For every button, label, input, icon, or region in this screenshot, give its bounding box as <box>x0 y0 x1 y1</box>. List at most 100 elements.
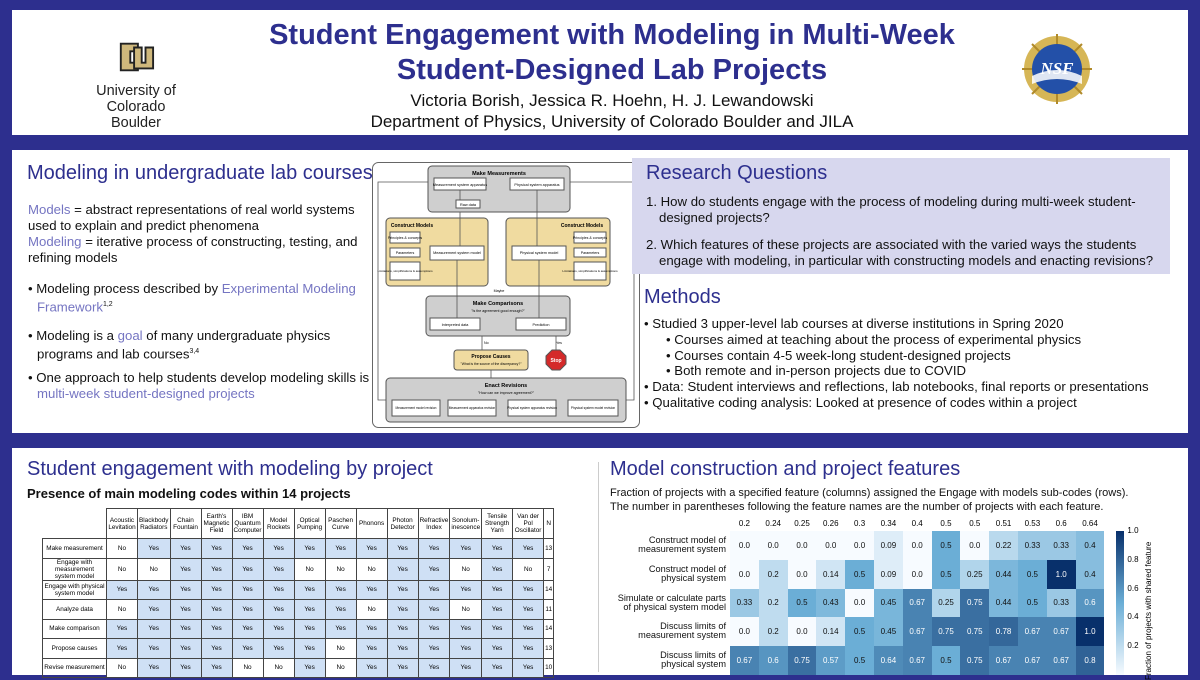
table-cell: Yes <box>293 599 326 620</box>
table-cell: Yes <box>169 538 202 559</box>
table-cell: Yes <box>231 618 264 639</box>
nsf-text: NSF <box>1039 59 1074 78</box>
stop-sign-icon <box>545 349 567 371</box>
heatmap-cell: 1.0 <box>1075 617 1105 647</box>
raw-data-label: Raw data <box>460 203 477 207</box>
heatmap-cell: 0.2 <box>758 559 788 589</box>
table-cell: Yes <box>481 538 514 559</box>
table-cell: Yes <box>200 579 233 600</box>
models-def: = abstract representations of real world… <box>28 202 355 233</box>
heatmap-cell: 0.4 <box>1075 559 1105 589</box>
heatmap-column-label: 0.2 <box>738 519 750 528</box>
affiliation: Department of Physics, University of Col… <box>370 112 854 131</box>
table-cell: Yes <box>231 538 264 559</box>
table-cell: Yes <box>137 579 171 600</box>
header-panel: University of Colorado Boulder Student E… <box>12 10 1188 135</box>
table-column-header: Chain Fountain <box>169 508 202 539</box>
heatmap-cell: 0.5 <box>845 559 874 589</box>
prediction-label: Prediction <box>533 323 550 327</box>
heatmap-column-label: 0.26 <box>823 519 839 528</box>
table-cell: Yes <box>324 599 357 620</box>
table-cell: Yes <box>449 579 483 600</box>
table-cell: Yes <box>262 538 295 559</box>
heatmap-cell: 0.6 <box>758 646 788 675</box>
heatmap-cell: 0.5 <box>845 617 874 647</box>
goal-sup: 3,4 <box>189 348 200 355</box>
heatmap-cell: 0.33 <box>1046 588 1076 618</box>
methods-item-text: Courses contain 4-5 week-long student-de… <box>674 347 1011 363</box>
methods-item: • Data: Student interviews and reflectio… <box>644 379 1149 395</box>
table-cell: Yes <box>169 599 202 620</box>
heatmap-cell: 0.44 <box>989 559 1018 589</box>
heatmap-cell: 0.64 <box>874 646 903 675</box>
table-row-header: Analyze data <box>42 599 107 620</box>
table-cell: Yes <box>169 579 202 600</box>
methods-item: • Qualitative coding analysis: Looked at… <box>644 394 1077 410</box>
heatmap-cell: 0.67 <box>730 646 759 675</box>
no-label: No <box>484 341 489 345</box>
methods-subitem: • Courses aimed at teaching about the pr… <box>666 331 1082 347</box>
table-cell: Yes <box>386 618 419 639</box>
table-row-header: Propose causes <box>42 638 107 659</box>
table-column-header: Photon Detector <box>386 508 419 539</box>
table-column-header: Refractive Index <box>417 508 451 539</box>
table-cell: Yes <box>386 599 419 620</box>
table-cell: Yes <box>417 579 451 600</box>
heatmap-cell: 0.0 <box>902 531 932 560</box>
table-cell: Yes <box>137 618 171 639</box>
heatmap-cell: 0.25 <box>931 588 961 618</box>
methods-item-text: Courses aimed at teaching about the proc… <box>674 331 1082 347</box>
table-column-header: Paschen Curve <box>324 508 357 539</box>
table-cell: Yes <box>481 618 514 639</box>
table-cell: Yes <box>231 599 264 620</box>
heatmap-column-label: 0.4 <box>911 519 923 528</box>
table-column-header: N <box>543 508 555 539</box>
heatmap-cell: 0.75 <box>960 617 990 647</box>
heatmap-cell: 0.6 <box>1075 588 1105 618</box>
heatmap-cell: 0.33 <box>1046 531 1076 560</box>
table-cell: Yes <box>324 538 357 559</box>
cu-logo-icon <box>119 42 155 72</box>
heatmap-column-label: 0.3 <box>854 519 866 528</box>
heatmap-cell: 0.5 <box>1018 559 1047 589</box>
table-column-header: Phonons <box>355 508 388 539</box>
research-questions: Research Questions 1. How do students en… <box>632 158 1170 274</box>
table-cell: Yes <box>231 579 264 600</box>
table-cell: Yes <box>512 538 545 559</box>
table-cell: Yes <box>293 579 326 600</box>
table-cell: Yes <box>512 579 545 600</box>
table-cell: Yes <box>449 638 483 659</box>
table-cell: Yes <box>293 618 326 639</box>
heatmap-cell: 0.0 <box>902 559 932 589</box>
table-cell: Yes <box>386 557 419 581</box>
meas-app-label: Measurement system apparatus <box>433 183 487 187</box>
rq-item-2: 2. Which features of these projects are … <box>646 237 1154 268</box>
parameters-left: Parameters <box>396 251 415 255</box>
phys-model-label: Physical system model <box>520 251 559 255</box>
table-cell: Yes <box>169 638 202 659</box>
features-desc-2: The number in parentheses following the … <box>610 501 1104 513</box>
table-cell: No <box>355 557 388 581</box>
colorbar-tick: 0.4 <box>1127 612 1139 622</box>
heatmap-cell: 0.67 <box>1046 646 1076 675</box>
limitations-right: Limitations, simplifications & assumptio… <box>562 269 618 273</box>
table-cell: No <box>512 557 545 581</box>
table-cell: Yes <box>324 579 357 600</box>
construct-models-left-label: Construct Models <box>391 223 433 229</box>
bullet-approach-text: One approach to help students develop mo… <box>36 370 370 385</box>
heatmap-cell: 1.0 <box>1046 559 1076 589</box>
table-cell: Yes <box>449 657 483 678</box>
table-cell: Yes <box>512 638 545 659</box>
features-title: Model construction and project features <box>610 458 961 480</box>
heatmap-cell: 0.5 <box>1018 588 1047 618</box>
heatmap-cell: 0.5 <box>787 588 817 618</box>
cu-logo: University of Colorado Boulder <box>66 38 206 131</box>
table-cell: Yes <box>137 657 171 678</box>
table-cell: No <box>106 599 138 620</box>
table-column-header: Blackbody Radiators <box>137 508 171 539</box>
rev3-label: Physical system apparatus revision <box>507 406 557 410</box>
rev1-label: Measurement model revision <box>396 406 437 410</box>
heatmap-cell: 0.67 <box>989 646 1018 675</box>
heatmap-cell: 0.2 <box>758 617 788 647</box>
